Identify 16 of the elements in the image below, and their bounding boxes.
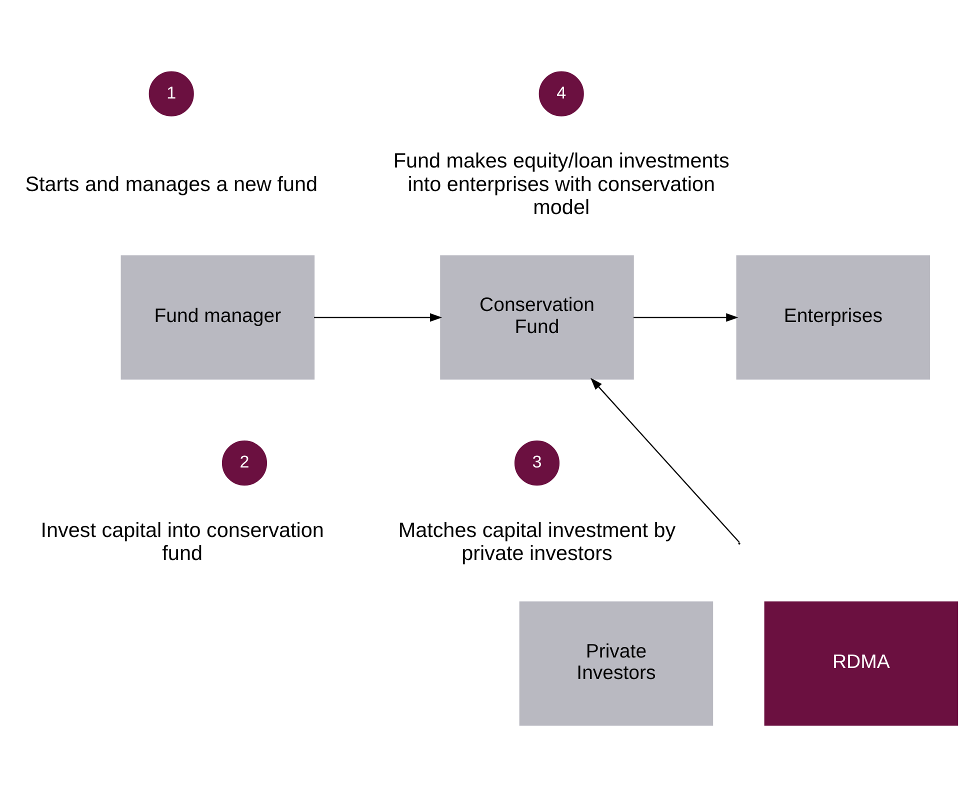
node-circle: 4 bbox=[538, 70, 584, 116]
node-box: RDMA bbox=[764, 600, 958, 726]
arrow bbox=[314, 312, 442, 322]
arrow bbox=[634, 312, 738, 322]
node-box: Fund manager bbox=[120, 254, 315, 380]
node-box: Private Investors bbox=[519, 600, 714, 726]
node-box: Conservation Fund bbox=[440, 254, 634, 380]
node-label: Starts and manages a new fund bbox=[25, 172, 318, 196]
node-label: Invest capital into conservation fund bbox=[40, 518, 324, 565]
node-label: Fund makes equity/loan investments into enterprises with conservation model bbox=[393, 149, 730, 218]
arrow bbox=[590, 377, 740, 542]
node-circle: 1 bbox=[148, 70, 194, 116]
node-circle: 2 bbox=[222, 440, 268, 486]
node-box: Enterprises bbox=[736, 254, 930, 380]
node-circle: 3 bbox=[514, 440, 560, 486]
node-label: Matches capital investment by private investors bbox=[398, 518, 676, 565]
